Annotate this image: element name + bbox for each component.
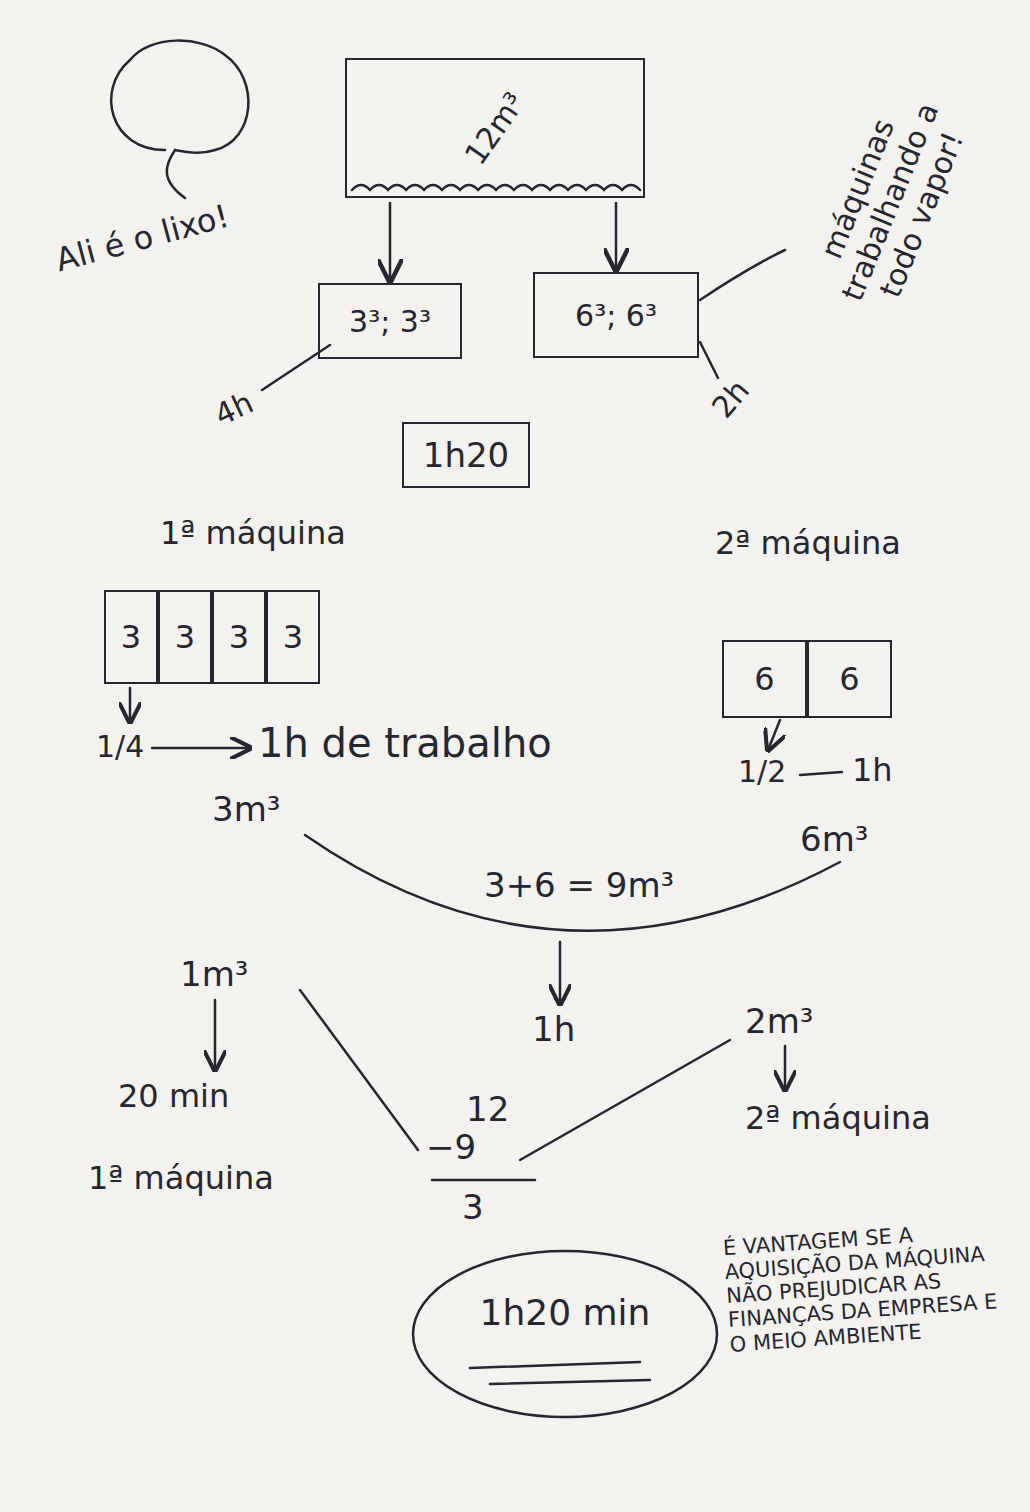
process-box: 3³; 3³ [318,283,462,359]
sum-label: 3+6 = 9m³ [484,866,674,905]
sum-curve [305,835,840,931]
ellipse-outline [410,1248,720,1420]
time-label: 1h [532,1010,575,1049]
time-label: 2h [706,374,757,425]
fraction: 1/2 [738,755,786,790]
rule-line [432,1179,535,1182]
node-text: 6³; 6³ [575,298,657,333]
calc-number: 12 [466,1090,509,1129]
calc-number: −9 [426,1128,476,1167]
node-text: 3 [121,618,141,656]
volume-label: 1m³ [180,955,248,994]
flow-arrow [615,202,618,270]
right-arrow [152,747,250,750]
table-cell: 3 [158,590,212,684]
down-arrow [214,1000,217,1070]
machine-label: 2ª máquina [715,525,901,562]
time-label: 20 min [118,1078,229,1115]
dash-line [800,772,842,775]
down-arrow [768,720,780,750]
table-cell: 3 [266,590,320,684]
note-text: 1h de trabalho [258,720,552,766]
table-cell: 3 [212,590,266,684]
machine-label: 1ª máquina [160,515,346,552]
speech-bubble [111,41,248,198]
node-text: 1h20 min [480,1292,651,1333]
wavy-line [352,185,640,190]
down-arrow [559,942,562,1004]
conclusion-note: É VANTAGEM SE A AQUISIÇÃO DA MÁQUINA NÃO… [722,1216,1020,1357]
volume-label: 6m³ [800,820,868,859]
table-cell: 3 [104,590,158,684]
double-underline [470,1362,650,1384]
speech-text: Ali é o lixo! [52,174,322,279]
answer-ellipse: 1h20 min [410,1248,720,1420]
node-text: 3 [283,618,303,656]
node-text: 3 [175,618,195,656]
volume-label: 3m³ [212,790,280,829]
node-text: 12m³ [458,85,532,170]
note-text: máquinas trabalhando a todo vapor! [797,71,983,332]
leader-line [700,250,785,300]
flow-arrow [389,202,392,281]
node-text: 3³; 3³ [349,304,431,339]
node-text: 6 [754,660,774,698]
table-cell: 6 [722,640,807,718]
machine-label: 1ª máquina [88,1160,274,1197]
table-cell: 6 [807,640,892,718]
time-label: 4h [209,386,258,433]
node-text: 1h20 [423,435,509,475]
leader-line [300,990,418,1150]
calc-number: 3 [462,1188,484,1227]
result-box: 1h20 [402,422,530,488]
leader-line [520,1040,730,1160]
tank-box: 12m³ [345,58,645,198]
volume-label: 2m³ [745,1002,813,1041]
node-text: 6 [839,660,859,698]
down-arrow [784,1046,787,1090]
process-box: 6³; 6³ [533,272,699,358]
machine-label: 2ª máquina [745,1100,931,1137]
time-label: 1h [852,752,893,789]
leader-line [700,342,718,378]
fraction: 1/4 [96,730,144,765]
node-text: 3 [229,618,249,656]
down-arrow [129,688,132,722]
